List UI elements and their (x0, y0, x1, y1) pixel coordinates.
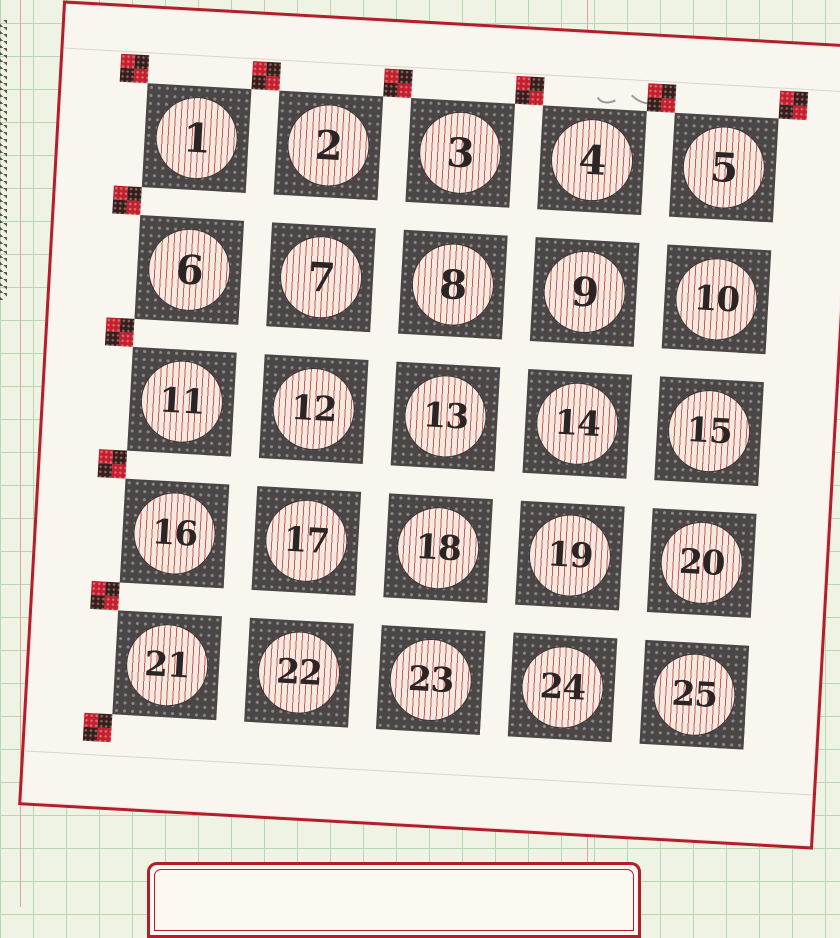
block-number: 20 (678, 542, 725, 584)
quilt-block-17: 17 (252, 486, 362, 596)
block-circle: 21 (125, 623, 209, 707)
quilt-block-21: 21 (112, 610, 222, 720)
block-circle: 22 (257, 630, 341, 714)
block-circle: 10 (674, 257, 758, 341)
block-circle: 6 (147, 228, 231, 312)
block-number: 1 (182, 114, 211, 162)
block-number: 17 (283, 520, 330, 562)
cornerstone-post (779, 91, 809, 121)
cornerstone-post (90, 581, 120, 611)
block-number: 3 (446, 129, 475, 177)
block-circle: 17 (264, 499, 348, 583)
block-circle: 12 (272, 367, 356, 451)
quilt-block-25: 25 (640, 640, 750, 750)
block-number: 2 (314, 121, 343, 169)
quilt-block-14: 14 (522, 369, 632, 479)
block-number: 19 (546, 534, 593, 576)
block-number: 22 (275, 651, 322, 693)
cornerstone-post (105, 317, 135, 347)
block-circle: 18 (396, 506, 480, 590)
quilt-block-1: 1 (142, 83, 252, 193)
block-circle: 2 (286, 103, 370, 187)
quilt-block-16: 16 (120, 479, 230, 589)
block-number: 24 (539, 666, 586, 708)
block-number: 11 (158, 380, 205, 422)
block-circle: 9 (542, 250, 626, 334)
quilt-block-2: 2 (274, 91, 384, 201)
block-circle: 19 (528, 513, 612, 597)
cornerstone-post (120, 54, 150, 84)
cornerstone-post (98, 449, 128, 479)
block-circle: 13 (403, 374, 487, 458)
quilt-block-10: 10 (662, 245, 772, 355)
quilt-block-24: 24 (508, 633, 618, 743)
block-number: 4 (577, 136, 606, 184)
quilt-block-20: 20 (647, 508, 757, 618)
block-circle: 15 (667, 389, 751, 473)
pin-edge-decoration (0, 20, 7, 300)
quilt-block-22: 22 (244, 618, 354, 728)
quilt-block-19: 19 (515, 501, 625, 611)
block-circle: 20 (660, 521, 744, 605)
block-circle: 14 (535, 382, 619, 466)
quilt-block-23: 23 (376, 625, 486, 735)
block-number: 8 (438, 260, 467, 308)
block-circle: 11 (140, 359, 224, 443)
block-circle: 8 (411, 242, 495, 326)
block-circle: 4 (550, 118, 634, 202)
block-number: 23 (407, 659, 454, 701)
block-circle: 23 (389, 638, 473, 722)
block-number: 7 (306, 253, 335, 301)
block-number: 5 (709, 143, 738, 191)
block-circle: 1 (154, 96, 238, 180)
block-number: 16 (151, 512, 198, 554)
block-circle: 24 (520, 645, 604, 729)
cornerstone-post (251, 61, 281, 91)
quilt-block-18: 18 (383, 493, 493, 603)
quilt-block-5: 5 (669, 113, 779, 223)
block-number: 10 (693, 278, 740, 320)
block-circle: 5 (682, 125, 766, 209)
quilt-block-3: 3 (405, 98, 515, 208)
cornerstone-post (515, 76, 545, 106)
block-number: 6 (175, 246, 204, 294)
block-number: 13 (422, 395, 469, 437)
block-circle: 16 (132, 491, 216, 575)
block-number: 21 (143, 644, 190, 686)
cornerstone-post (112, 186, 142, 216)
cornerstone-post (83, 713, 113, 743)
quilt-block-13: 13 (391, 362, 501, 472)
block-circle: 7 (279, 235, 363, 319)
caption-frame (147, 862, 641, 938)
quilt-block-12: 12 (259, 354, 369, 464)
cornerstone-post (383, 68, 413, 98)
block-number: 18 (414, 527, 461, 569)
cornerstone-post (647, 83, 677, 113)
block-circle: 3 (418, 111, 502, 195)
block-number: 14 (554, 403, 601, 445)
quilt-block-11: 11 (127, 347, 237, 457)
quilt-block-6: 6 (134, 215, 244, 325)
block-number: 15 (685, 410, 732, 452)
block-number: 12 (290, 388, 337, 430)
block-number: 25 (671, 673, 718, 715)
block-circle: 25 (652, 653, 736, 737)
quilt-block-9: 9 (530, 237, 640, 347)
quilt-block-15: 15 (654, 376, 764, 486)
quilt-block-7: 7 (266, 222, 376, 332)
block-number: 9 (570, 268, 599, 316)
quilt-block-4: 4 (537, 105, 647, 215)
quilt-block-8: 8 (398, 230, 508, 340)
